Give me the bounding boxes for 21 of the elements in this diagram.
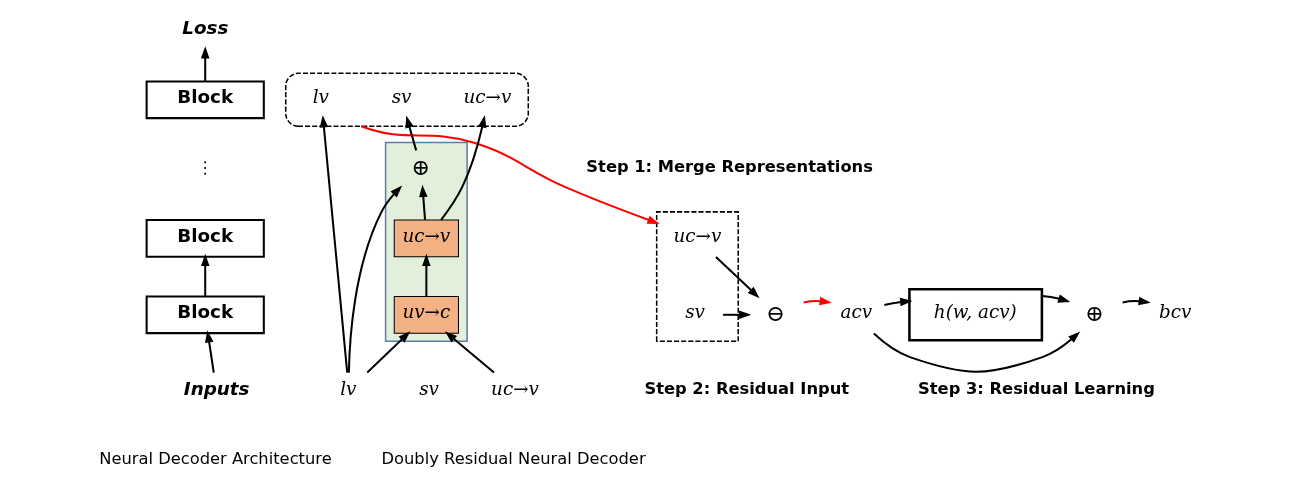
node-text: uc→v: [463, 86, 512, 108]
node-text: ⊖: [766, 299, 786, 326]
label: Doubly Residual Neural Decoder: [381, 449, 646, 469]
label: Step 2: Residual Input: [644, 379, 850, 399]
node-text: ⊕: [411, 153, 431, 180]
label: ⋮: [197, 157, 214, 177]
node-text: ⊕: [1085, 299, 1104, 326]
label: Step 1: Merge Representations: [586, 156, 873, 176]
node-text: lv: [312, 86, 329, 108]
node-text: bcv: [1159, 301, 1192, 323]
label: Neural Decoder Architecture: [99, 449, 332, 469]
node-text: sv: [391, 86, 412, 108]
label: Step 3: Residual Learning: [918, 379, 1155, 399]
node-text: Loss: [182, 16, 229, 38]
node-text: uc→v: [491, 377, 539, 399]
node-text: uc→v: [673, 224, 722, 246]
node-text: acv: [840, 301, 873, 323]
node-text: lv: [340, 377, 357, 399]
node-text: sv: [685, 301, 705, 323]
node-text: Inputs: [183, 377, 250, 399]
node-text: sv: [419, 377, 439, 399]
